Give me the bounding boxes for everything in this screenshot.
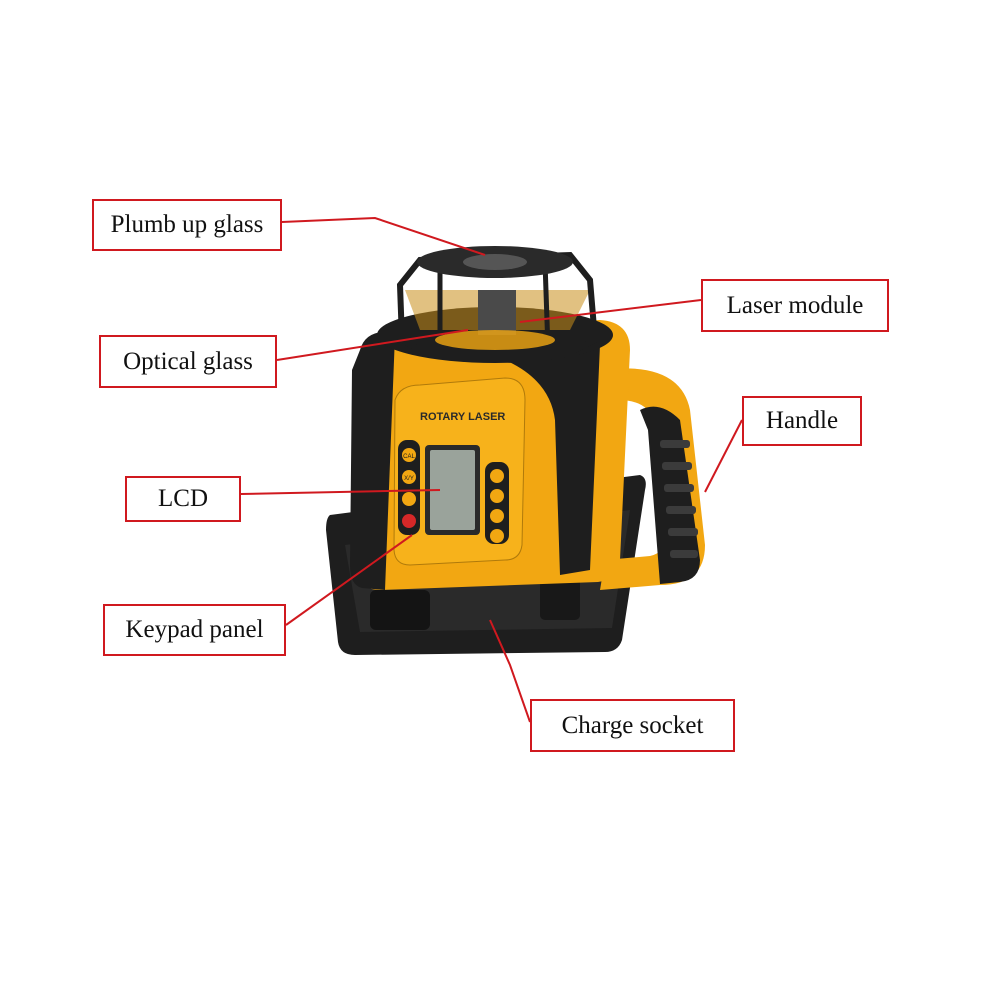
callout-label: Plumb up glass <box>110 211 264 238</box>
main-body: ROTARY LASER <box>350 320 630 590</box>
front-label-text: ROTARY LASER <box>420 411 505 423</box>
keypad-right <box>485 462 509 544</box>
callout-label: LCD <box>158 485 208 512</box>
leader-plumb <box>281 216 486 256</box>
leader-lines <box>240 216 743 723</box>
lcd-screen <box>425 445 480 535</box>
leader-laser <box>519 299 702 323</box>
leader-keypad <box>285 534 413 626</box>
callout-charge-socket: Charge socket <box>530 699 735 752</box>
leader-handle <box>704 419 743 493</box>
leader-charge <box>489 619 531 723</box>
callout-plumb-up-glass: Plumb up glass <box>92 199 282 251</box>
callout-label: Optical glass <box>123 347 253 375</box>
key-label: CAL <box>403 454 415 460</box>
handle-shape <box>600 368 705 590</box>
leader-optical <box>276 329 469 361</box>
callout-laser-module: Laser module <box>701 279 889 332</box>
callout-keypad-panel: Keypad panel <box>103 604 286 656</box>
callout-handle: Handle <box>742 396 862 446</box>
callout-label: Handle <box>765 407 839 434</box>
callout-label: Charge socket <box>561 711 704 739</box>
callout-label: Laser module <box>726 291 864 319</box>
callout-lcd: LCD <box>125 476 241 522</box>
callout-optical-glass: Optical glass <box>99 335 277 388</box>
leader-lcd <box>240 489 441 495</box>
key-label: X/Y <box>404 476 414 482</box>
rotating-head <box>377 246 613 363</box>
callout-label: Keypad panel <box>125 616 264 643</box>
keypad-left <box>398 440 420 535</box>
